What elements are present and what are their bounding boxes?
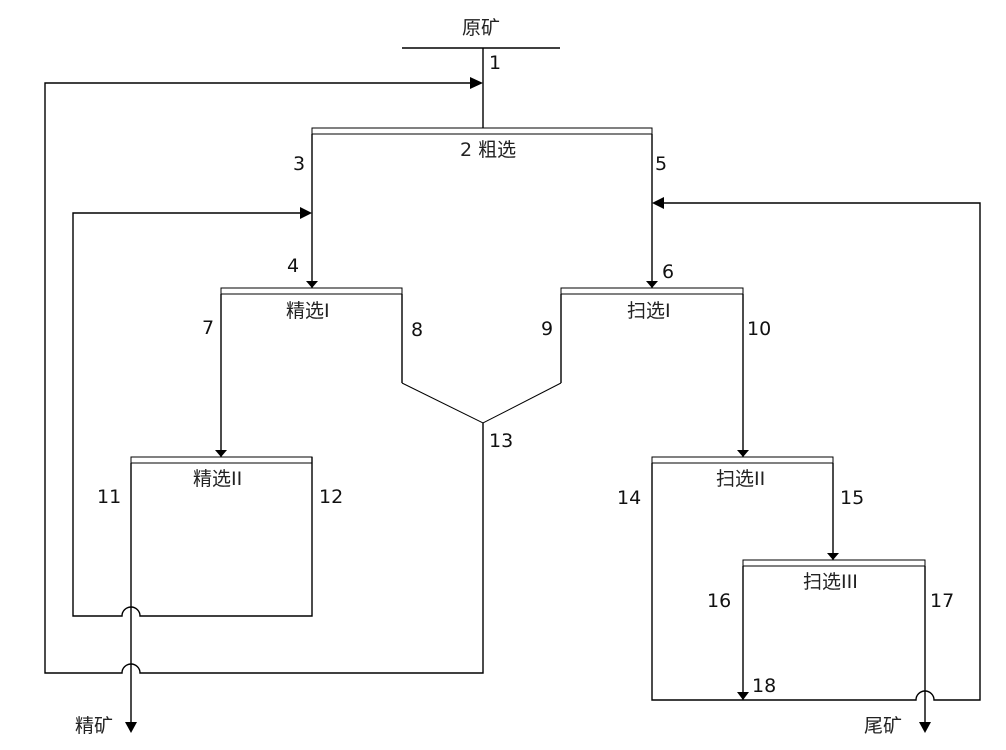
stream-number: 17	[930, 590, 955, 612]
feed-label: 原矿	[462, 17, 501, 39]
stream-number: 13	[489, 430, 514, 452]
recycle-arrow-rougher-right	[652, 197, 664, 209]
stream-number: 5	[655, 153, 668, 175]
cleaner1-label: 精选I	[286, 300, 330, 322]
stream-10-arrow	[737, 450, 749, 457]
concentrate-arrow	[125, 722, 137, 733]
stream-number: 14	[617, 487, 642, 509]
scavenger3-cell	[742, 559, 926, 730]
stream-number: 12	[319, 486, 344, 508]
rougher-cell	[311, 127, 653, 288]
scavenger1-label: 扫选I	[627, 300, 671, 322]
stream-4-arrow	[306, 281, 318, 288]
stream-15-arrow	[827, 553, 839, 560]
stream-number: 10	[747, 318, 772, 340]
tailings-label: 尾矿	[864, 715, 903, 737]
recycle-arrow-feed	[470, 77, 483, 89]
scavenger-recycle	[651, 202, 981, 701]
cleaner1-cell	[220, 287, 403, 457]
concentrate-label: 精矿	[75, 715, 114, 737]
stream-number: 9	[541, 318, 554, 340]
merge-8-9	[401, 382, 562, 424]
scavenger1-cell	[560, 287, 744, 457]
tailings-arrow	[919, 722, 931, 733]
stream-18-arrow	[737, 692, 749, 700]
stream-number: 15	[840, 487, 865, 509]
stream-number: 3	[293, 153, 306, 175]
stream-number: 18	[752, 675, 777, 697]
stream-number: 7	[202, 317, 215, 339]
cleaner2-label: 精选II	[193, 468, 243, 490]
stream-13-recycle	[44, 82, 484, 674]
stream-number: 1	[489, 52, 502, 74]
scavenger2-cell	[651, 456, 834, 560]
stream-number: 8	[411, 319, 424, 341]
stream-number: 4	[287, 255, 300, 277]
stream-number: 11	[97, 486, 122, 508]
scavenger2-label: 扫选II	[716, 468, 766, 490]
cleaner2-cell	[130, 456, 313, 730]
scavenger3-label: 扫选III	[803, 571, 858, 593]
stream-12-recycle	[72, 212, 313, 617]
rougher-label: 2 粗选	[460, 139, 517, 161]
stream-7-arrow	[215, 450, 227, 457]
stream-6-arrow	[646, 281, 658, 288]
recycle-arrow-rougher-left	[300, 207, 312, 219]
stream-number: 16	[707, 590, 732, 612]
stream-number: 6	[662, 261, 675, 283]
